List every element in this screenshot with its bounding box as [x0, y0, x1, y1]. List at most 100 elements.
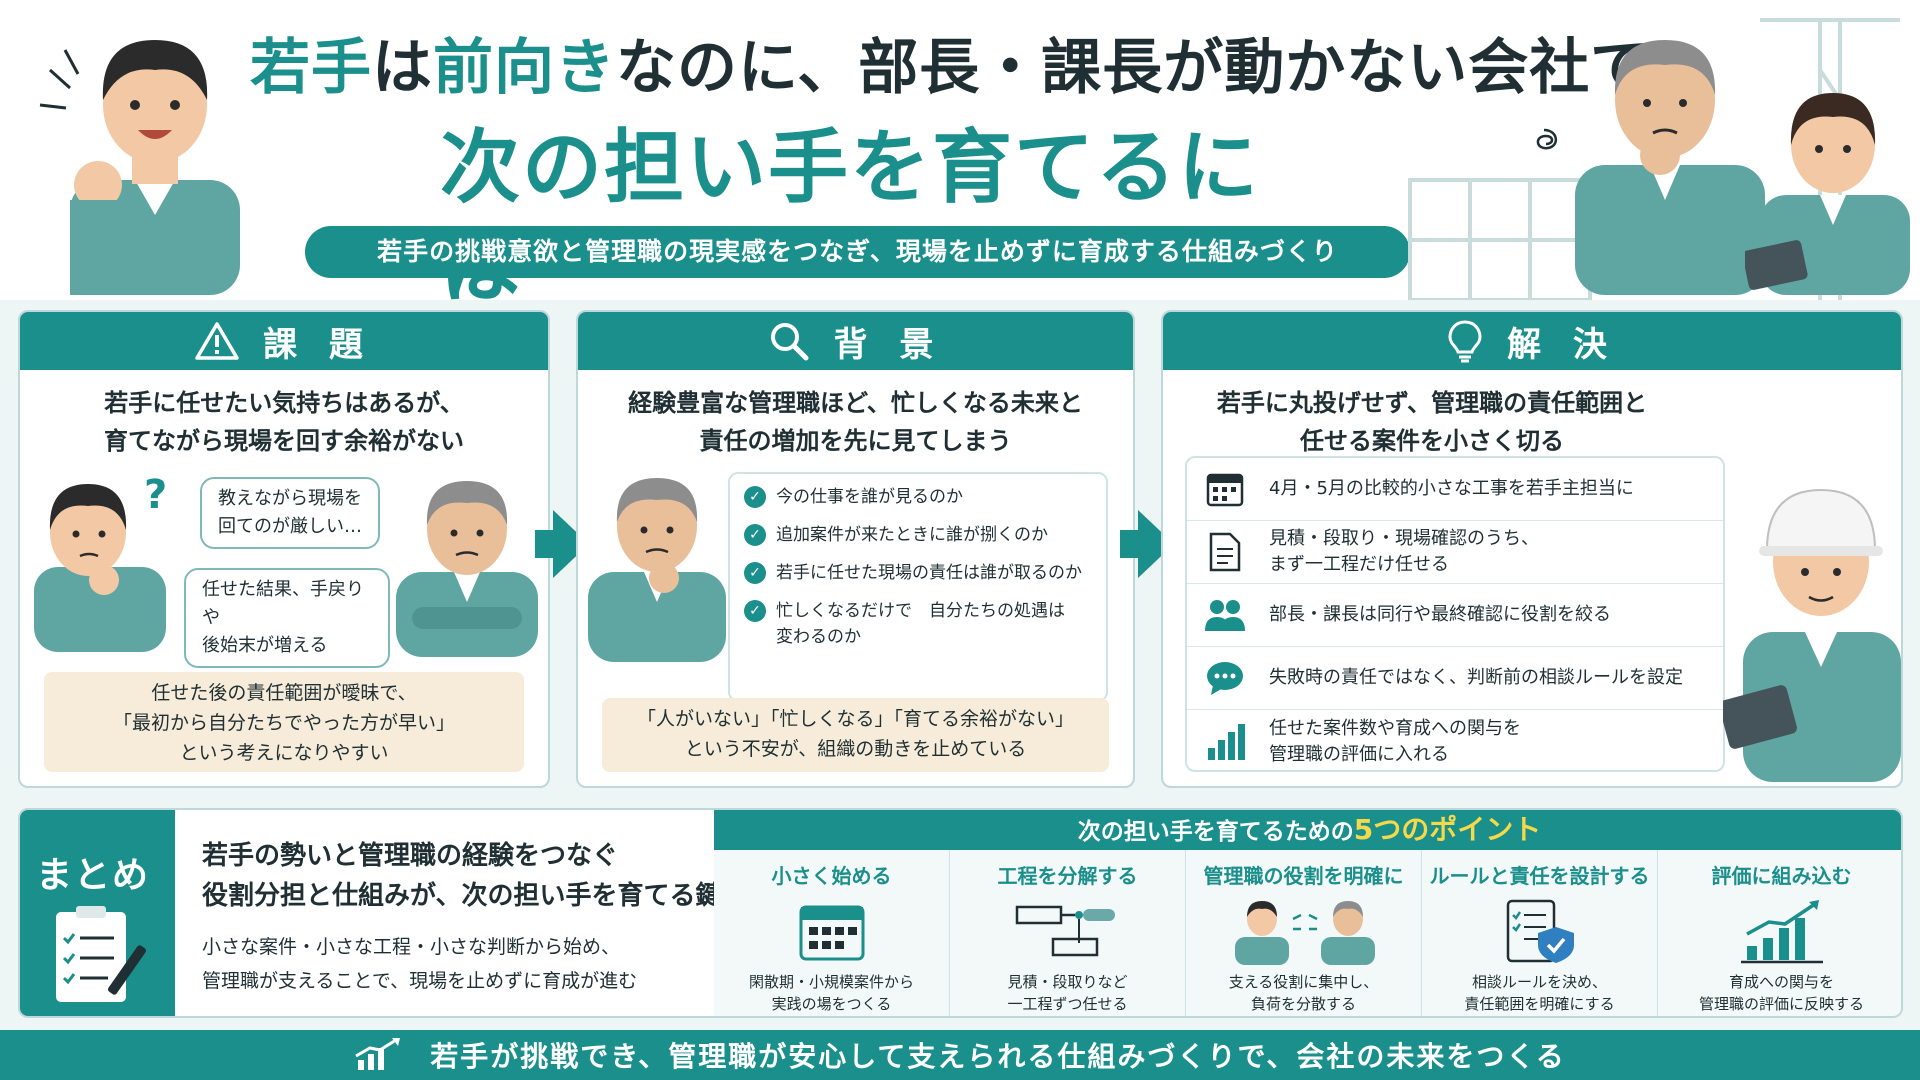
calendar-icon: [1203, 467, 1247, 511]
question-mark: ?: [144, 472, 168, 518]
point-title: 評価に組み込む: [1711, 864, 1852, 888]
speech-bubble: 任せた結果、手戻りや 後始末が増える: [184, 568, 390, 668]
solution-lead: 若手に丸投げせず、管理職の責任範囲と 任せる案件を小さく切る: [1163, 384, 1701, 460]
solution-lead-line: 若手に丸投げせず、管理職の責任範囲と: [1216, 389, 1648, 417]
confused-scribble-icon: [1536, 128, 1557, 150]
flow-arrow-stem: [535, 530, 555, 558]
note-line: 「人がいない」「忙しくなる」「育てる余裕がない」: [636, 708, 1074, 730]
title-line-1: 若手は前向きなのに、部長・課長が動かない会社で: [250, 28, 1670, 108]
solution-text: 部長・課長は同行や最終確認に役割を絞る: [1269, 602, 1611, 628]
solution-item: 部長・課長は同行や最終確認に役割を絞る: [1187, 584, 1723, 647]
solution-lead-line: 任せる案件を小さく切る: [1300, 427, 1564, 455]
background-lead-line: 経験豊富な管理職ほど、忙しくなる未来と: [628, 389, 1083, 417]
solution-list: 4月・5月の比較的小さな工事を若手主担当に 見積・段取り・現場確認のうち、 まず…: [1185, 456, 1725, 772]
footer-banner: 若手が挑戦でき、管理職が安心して支えられる仕組みづくりで、会社の未来をつくる: [0, 1030, 1920, 1080]
check-line: 忙しくなるだけで 自分たちの処遇は: [776, 601, 1065, 621]
note-line: 「最初から自分たちでやった方が早い」: [112, 712, 455, 734]
solution-line: 管理職の評価に入れる: [1269, 743, 1449, 765]
check-line: 若手に任せた現場の責任は誰が取るのか: [776, 563, 1082, 583]
warning-icon: [195, 322, 239, 360]
check-text: 若手に任せた現場の責任は誰が取るのか: [776, 560, 1082, 586]
calendar-icon: [714, 895, 949, 967]
solution-item: 失敗時の責任ではなく、判断前の相談ルールを設定: [1187, 647, 1723, 710]
solution-line: 4月・5月の比較的小さな工事を若手主担当に: [1269, 478, 1634, 499]
bubble-line: 回てのが厳しい…: [218, 516, 362, 537]
solution-line: まず一工程だけ任せる: [1269, 554, 1449, 575]
check-icon: ✓: [744, 562, 766, 584]
point-desc: 支える役割に集中し、 負荷を分散する: [1186, 971, 1421, 1015]
process-icon: [950, 895, 1185, 967]
summary-body: 小さな案件・小さな工程・小さな判断から始め、 管理職が支えることで、現場を止めず…: [202, 930, 637, 998]
bar-chart-icon: [1203, 720, 1247, 764]
point-title: 管理職の役割を明確に: [1203, 864, 1404, 888]
point-desc: 育成への関与を 管理職の評価に反映する: [1658, 971, 1901, 1015]
point-card: 小さく始める 閑散期・小規模案件から 実践の場をつくる: [714, 850, 950, 1016]
check-icon: ✓: [744, 486, 766, 508]
growth-chart-icon: [355, 1038, 401, 1070]
title-part: 若手: [250, 33, 372, 103]
summary-tag: まとめ: [20, 810, 175, 1016]
point-desc-line: 責任範囲を明確にする: [1464, 995, 1615, 1013]
manager-thinking-illustration: [1575, 40, 1765, 295]
solution-text: 失敗時の責任ではなく、判断前の相談ルールを設定: [1269, 665, 1683, 691]
subtitle-banner: 若手の挑戦意欲と管理職の現実感をつなぎ、現場を止めずに育成する仕組みづくり: [305, 226, 1410, 278]
lightbulb-icon: [1448, 320, 1482, 363]
solution-item: 任せた案件数や育成への関与を 管理職の評価に入れる: [1187, 710, 1723, 773]
woman-worker-tablet-illustration: [1745, 93, 1910, 295]
summary-lead-line: 若手の勢いと管理職の経験をつなぐ: [202, 841, 619, 871]
note-line: という考えになりやすい: [179, 742, 389, 764]
check-text: 追加案件が来たときに誰が捌くのか: [776, 522, 1048, 548]
five-points: 次の担い手を育てるための5つのポイント 小さく始める 閑散期・小規模案件から 実…: [714, 810, 1901, 1016]
background-note: 「人がいない」「忙しくなる」「育てる余裕がない」 という不安が、組織の動きを止め…: [602, 698, 1109, 772]
point-title: 工程を分解する: [997, 864, 1138, 888]
people-icon: [1203, 593, 1247, 637]
title-line-2: 次の担い手を育てるには: [440, 121, 1260, 314]
check-icon: ✓: [744, 524, 766, 546]
issue-note: 任せた後の責任範囲が曖昧で、 「最初から自分たちでやった方が早い」 という考えに…: [44, 672, 524, 772]
title-part: は: [372, 33, 433, 103]
shield-checklist-icon: [1422, 895, 1657, 967]
background-panel-title: 背 景: [833, 324, 944, 365]
point-desc-line: 負荷を分散する: [1250, 995, 1356, 1013]
issue-lead-line: 若手に任せたい気持ちはあるが、: [104, 389, 464, 417]
check-item: ✓ 追加案件が来たときに誰が捌くのか: [744, 522, 1092, 548]
bubble-line: 任せた結果、手戻りや: [202, 579, 364, 628]
solution-text: 任せた案件数や育成への関与を 管理職の評価に入れる: [1269, 716, 1521, 768]
solution-panel-title: 解 決: [1507, 324, 1617, 365]
bubble-line: 後始末が増える: [202, 635, 328, 656]
point-desc-line: 実践の場をつくる: [771, 995, 892, 1013]
footer-text: 若手が挑戦でき、管理職が安心して支えられる仕組みづくりで、会社の未来をつくる: [430, 1040, 1566, 1073]
point-title: 小さく始める: [771, 864, 892, 888]
point-desc-line: 管理職の評価に反映する: [1698, 995, 1864, 1013]
check-line: 追加案件が来たときに誰が捌くのか: [776, 525, 1048, 545]
solution-text: 見積・段取り・現場確認のうち、 まず一工程だけ任せる: [1269, 526, 1539, 578]
flow-arrow-stem: [1120, 530, 1140, 558]
young-worker-illustration: [39, 40, 240, 295]
summary-tag-label: まとめ: [36, 855, 151, 896]
young-worker-worried-illustration: [34, 484, 166, 652]
check-icon: ✓: [744, 600, 766, 622]
background-panel: 背 景 経験豊富な管理職ほど、忙しくなる未来と 責任の増加を先に見てしまう ✓ …: [576, 310, 1135, 788]
point-desc: 相談ルールを決め、 責任範囲を明確にする: [1422, 971, 1657, 1015]
issue-panel-title: 課 題: [263, 324, 373, 365]
issue-panel-header: 課 題: [20, 312, 548, 370]
document-icon: [1203, 530, 1247, 574]
title-part: なのに、部長・課長が動かない会社で: [616, 33, 1652, 103]
growth-chart-icon: [1658, 895, 1901, 967]
point-card: 管理職の役割を明確に 支える役割に集中し、 負荷を分散する: [1186, 850, 1422, 1016]
point-desc-line: 支える役割に集中し、: [1228, 973, 1379, 991]
points-title-highlight: 5つのポイント: [1353, 813, 1542, 846]
point-card: ルールと責任を設計する 相談ルールを決め、 責任範囲を明確にする: [1422, 850, 1658, 1016]
point-desc-line: 見積・段取りなど: [1007, 973, 1128, 991]
points-title-text: 次の担い手を育てるための: [1077, 819, 1354, 845]
solution-line: 失敗時の責任ではなく、判断前の相談ルールを設定: [1269, 667, 1683, 688]
five-points-title: 次の担い手を育てるための5つのポイント: [714, 810, 1901, 850]
manager-thinking-illustration: [588, 478, 726, 662]
solution-panel-header: 解 決: [1163, 312, 1901, 370]
solution-line: 見積・段取り・現場確認のうち、: [1269, 528, 1539, 549]
check-item: ✓ 若手に任せた現場の責任は誰が取るのか: [744, 560, 1092, 586]
issue-panel: 課 題 若手に任せたい気持ちはあるが、 育てながら現場を回す余裕がない ? 教え…: [18, 310, 550, 788]
check-text: 今の仕事を誰が見るのか: [776, 484, 963, 510]
point-card: 評価に組み込む 育成への関与を 管理職の評価に反映する: [1658, 850, 1901, 1016]
point-desc-line: 一工程ずつ任せる: [1007, 995, 1128, 1013]
